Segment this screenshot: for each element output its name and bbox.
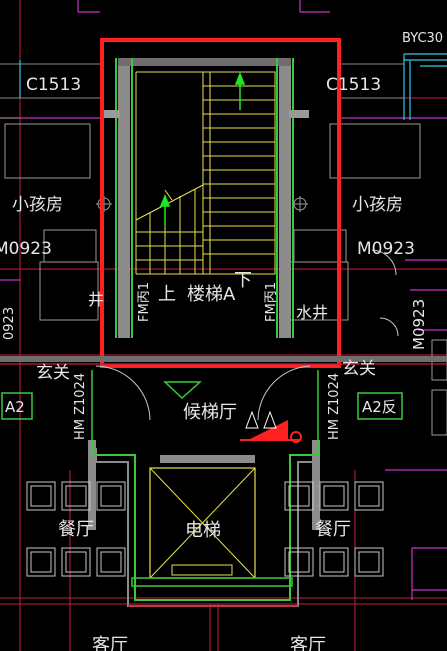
shaft-right-label: 水井 — [296, 303, 328, 322]
unit-right-label: A2反 — [362, 398, 397, 416]
stair-up-label: 上 — [158, 284, 176, 305]
foyer-left-label: 玄关 — [36, 363, 70, 383]
fm-left-label: FM丙1 — [137, 282, 152, 322]
highlight-box — [100, 38, 341, 368]
elevator-shaft — [131, 467, 293, 587]
lobby-triangle — [163, 381, 202, 400]
hm-left-label: HM Z1024 — [73, 373, 88, 440]
dining-right-label: 餐厅 — [315, 519, 351, 540]
room-child-right-label: 小孩房 — [352, 195, 403, 215]
dining-chairs-left — [26, 481, 126, 577]
cyan-window — [19, 53, 447, 120]
window-right-label: C1513 — [326, 75, 381, 95]
window-left-label: C1513 — [26, 75, 81, 95]
lower-walls — [0, 356, 447, 607]
shaft-left-label: 井 — [88, 290, 104, 309]
lobby-label: 候梯厅 — [183, 402, 237, 423]
fm-right-label: FM丙1 — [264, 282, 279, 322]
fire-equipment-icon — [240, 410, 302, 443]
stair-down-label: 下 — [234, 270, 252, 291]
window-lines — [0, 63, 404, 119]
door-arcs — [95, 249, 399, 421]
stair-walls — [100, 58, 309, 338]
top-right-code: BYC30 — [402, 31, 443, 46]
living-left-label: 客厅 — [92, 635, 128, 651]
door-left-label: M0923 — [0, 239, 52, 259]
foyer-right-label: 玄关 — [342, 359, 376, 379]
edge-left-label: 0923 — [2, 307, 17, 340]
stair-name-label: 楼梯A — [187, 284, 236, 305]
stair-arrows — [159, 71, 246, 225]
hm-right-label: HM Z1024 — [327, 373, 342, 440]
door-right-vertical-label: M0923 — [410, 299, 428, 350]
unit-box-left — [1, 392, 33, 420]
dining-left-label: 餐厅 — [58, 519, 94, 540]
dining-chairs-right — [284, 481, 384, 577]
elevator-label: 电梯 — [185, 520, 221, 541]
room-child-left-label: 小孩房 — [12, 195, 63, 215]
unit-left-label: A2 — [5, 398, 25, 416]
unit-box-right — [357, 392, 403, 420]
living-right-label: 客厅 — [290, 635, 326, 651]
door-right-label: M0923 — [357, 239, 415, 259]
